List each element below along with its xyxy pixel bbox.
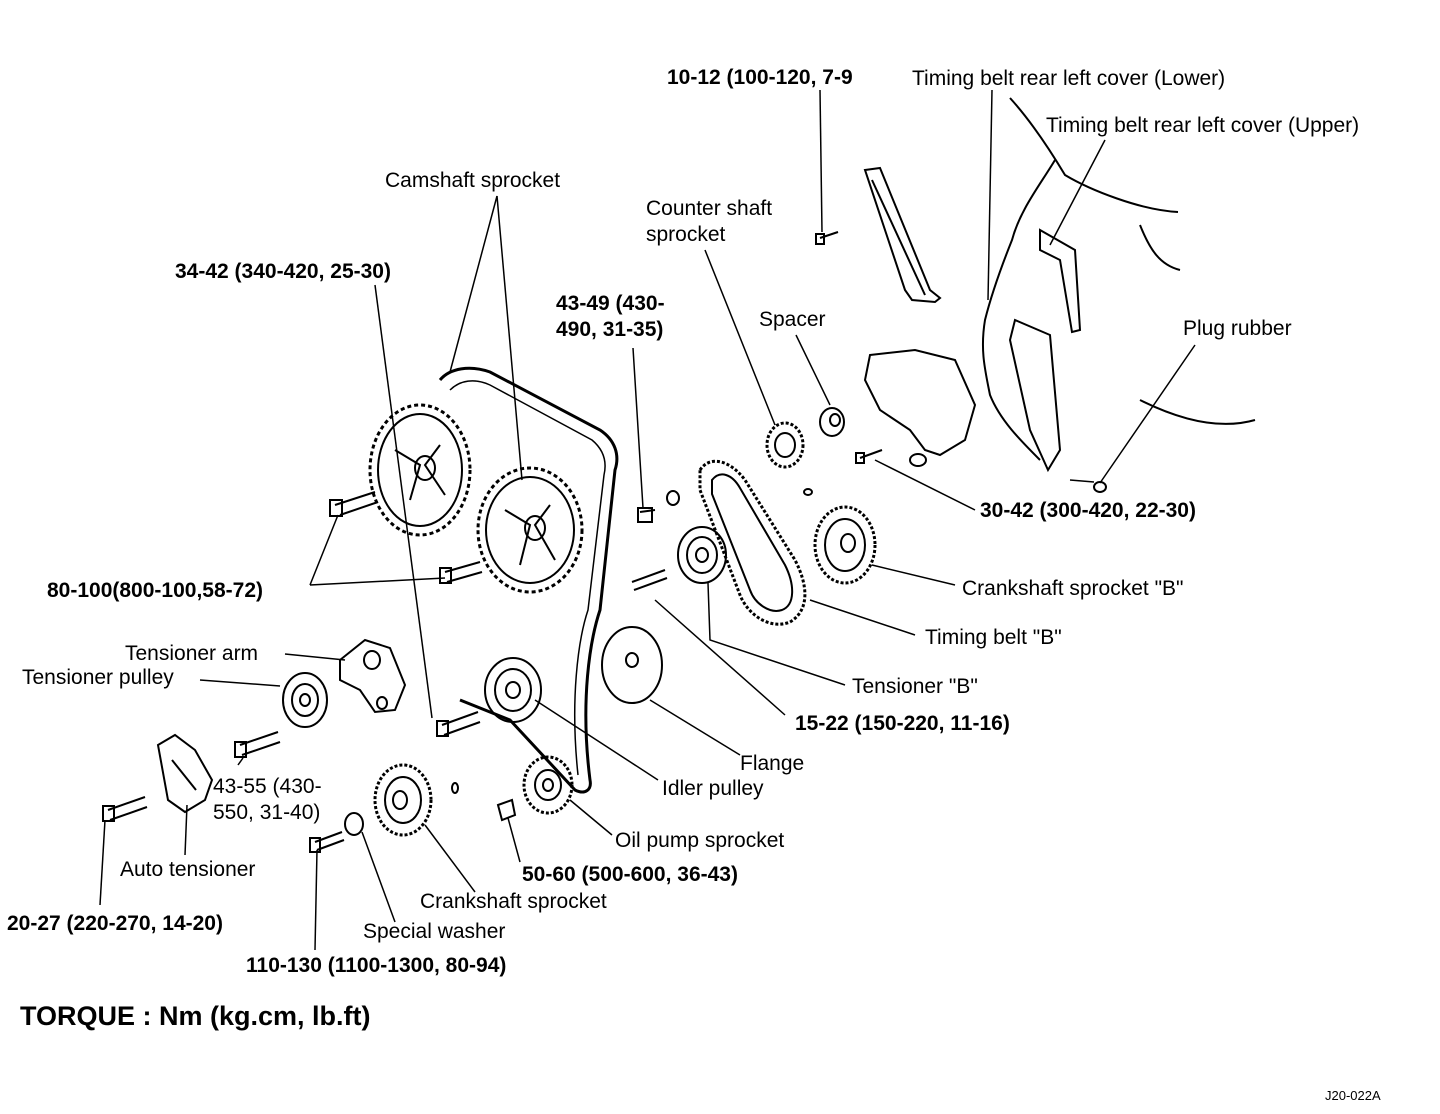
label-oil-pump-sprocket: Oil pump sprocket <box>615 829 785 852</box>
plug-rubber <box>1093 481 1107 493</box>
label-plug-rubber: Plug rubber <box>1183 317 1292 340</box>
camshaft-sprocket-right <box>476 466 584 594</box>
label-rear-cover-lower: Timing belt rear left cover (Lower) <box>912 67 1226 90</box>
auto-tensioner <box>156 733 214 814</box>
torque-label-34-42: 34-42 (340-420, 25-30) <box>175 260 391 283</box>
counter-shaft-sprocket <box>765 407 845 496</box>
rear-cover-upper <box>1008 228 1082 473</box>
label-tensioner-pulley: Tensioner pulley <box>22 666 174 689</box>
tensioner-arm <box>339 638 407 714</box>
torque-label-30-42: 30-42 (300-420, 22-30) <box>980 499 1196 522</box>
label-special-washer: Special washer <box>363 920 506 943</box>
torque-label-20-27: 20-27 (220-270, 14-20) <box>7 912 223 935</box>
torque-units-legend: TORQUE : Nm (kg.cm, lb.ft) <box>20 1001 371 1031</box>
label-crankshaft-sprocket-b: Crankshaft sprocket "B" <box>962 577 1184 600</box>
label-auto-tensioner: Auto tensioner <box>120 858 256 881</box>
label-camshaft-sprocket: Camshaft sprocket <box>385 169 561 192</box>
idler-pulley <box>484 657 542 723</box>
label-tensioner-b: Tensioner "B" <box>852 675 978 698</box>
camshaft-sprocket-left <box>368 403 472 537</box>
label-idler-pulley: Idler pulley <box>662 777 764 800</box>
torque-label-50-60: 50-60 (500-600, 36-43) <box>522 863 738 886</box>
oil-pump-sprocket <box>522 755 574 815</box>
torque-label-80-100: 80-100(800-100,58-72) <box>47 579 263 602</box>
label-crankshaft-sprocket: Crankshaft sprocket <box>420 890 607 913</box>
label-timing-belt-b: Timing belt "B" <box>925 626 1062 649</box>
torque-label-15-22: 15-22 (150-220, 11-16) <box>795 712 1010 735</box>
tensioner-pulley <box>282 672 328 728</box>
flange <box>601 626 663 704</box>
tensioner-b <box>677 526 727 584</box>
label-tensioner-arm: Tensioner arm <box>125 642 259 665</box>
label-flange: Flange <box>740 752 805 775</box>
crankshaft-sprocket-b <box>813 505 877 585</box>
rear-cover-lower-bracket <box>863 166 942 304</box>
label-rear-cover-upper: Timing belt rear left cover (Upper) <box>1046 114 1360 137</box>
counter-shaft-housing <box>863 348 977 467</box>
label-spacer: Spacer <box>759 308 826 331</box>
torque-label-43-49: 43-49 (430- 490, 31-35) <box>556 292 665 341</box>
bolts <box>102 231 883 853</box>
leader-lines <box>99 89 1196 951</box>
torque-label-10-12: 10-12 (100-120, 7-9 <box>667 66 853 89</box>
torque-label-43-55: 43-55 (430- 550, 31-40) <box>213 775 322 824</box>
crankshaft-sprocket <box>373 763 459 837</box>
timing-belt-b <box>698 459 807 626</box>
torque-label-110-130: 110-130 (1100-1300, 80-94) <box>246 954 507 977</box>
label-counter-shaft-sprocket: Counter shaft sprocket <box>646 197 773 246</box>
main-timing-belt <box>438 366 619 794</box>
figure-code: J20-022A <box>1325 1088 1381 1103</box>
